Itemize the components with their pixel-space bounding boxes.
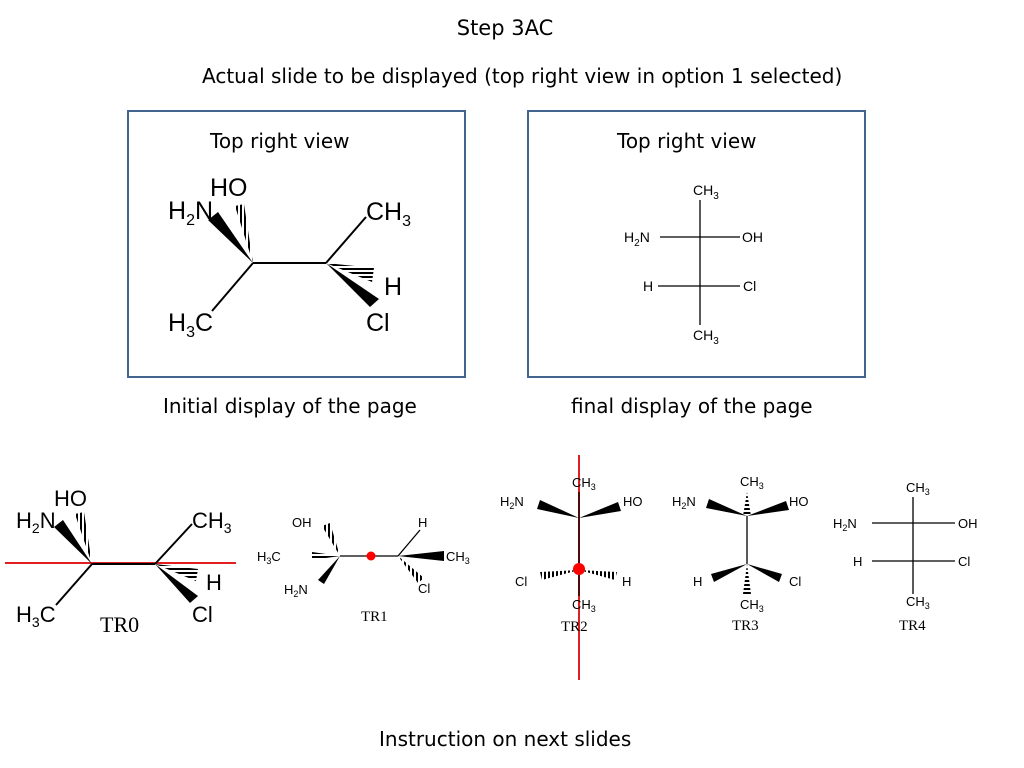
svg-text:H: H bbox=[693, 574, 702, 589]
svg-text:CH3: CH3 bbox=[906, 594, 930, 611]
final-fischer-structure: CH3 H2N OH H Cl CH3 bbox=[624, 182, 763, 347]
footer-instruction: Instruction on next slides bbox=[379, 727, 632, 751]
svg-text:CH3: CH3 bbox=[572, 597, 596, 614]
svg-text:H: H bbox=[418, 515, 427, 530]
svg-text:H2N: H2N bbox=[284, 582, 308, 599]
tr2-label: TR2 bbox=[561, 619, 588, 635]
svg-text:Cl: Cl bbox=[515, 574, 527, 589]
svg-text:Cl: Cl bbox=[192, 602, 213, 627]
svg-text:HO: HO bbox=[623, 494, 643, 509]
svg-text:HO: HO bbox=[210, 174, 248, 202]
svg-text:H2N: H2N bbox=[672, 494, 696, 511]
svg-text:Cl: Cl bbox=[743, 278, 756, 294]
tr1-label: TR1 bbox=[361, 609, 388, 625]
svg-text:CH3: CH3 bbox=[693, 182, 719, 202]
svg-text:H2N: H2N bbox=[16, 508, 56, 536]
tr3-label: TR3 bbox=[732, 618, 759, 634]
svg-text:H3C: H3C bbox=[257, 549, 281, 566]
tr4-label: TR4 bbox=[899, 618, 926, 634]
tr2-structure: CH3 H2N HO Cl H CH3 bbox=[500, 455, 643, 680]
svg-text:H: H bbox=[384, 273, 402, 301]
svg-text:H2N: H2N bbox=[168, 197, 213, 229]
left-panel-title: Top right view bbox=[210, 129, 350, 153]
slide-subtitle: Actual slide to be displayed (top right … bbox=[202, 64, 843, 88]
svg-text:H2N: H2N bbox=[624, 229, 650, 249]
svg-text:H: H bbox=[622, 574, 631, 589]
svg-text:Cl: Cl bbox=[366, 309, 390, 337]
tr3-structure: CH3 H2N HO H Cl CH3 bbox=[672, 474, 809, 614]
tr0-structure: H2N HO CH3 H Cl H3C bbox=[5, 486, 236, 630]
svg-text:H: H bbox=[206, 570, 222, 595]
svg-text:Cl: Cl bbox=[789, 574, 801, 589]
right-panel-title: Top right view bbox=[617, 129, 757, 153]
svg-text:HO: HO bbox=[54, 486, 87, 511]
tr4-structure: CH3 H2N OH H Cl CH3 bbox=[833, 480, 978, 611]
svg-text:CH3: CH3 bbox=[906, 480, 930, 497]
step-title: Step 3AC bbox=[456, 16, 554, 40]
svg-text:H: H bbox=[853, 554, 862, 569]
svg-text:CH3: CH3 bbox=[366, 198, 411, 230]
svg-text:OH: OH bbox=[742, 229, 763, 245]
svg-text:H2N: H2N bbox=[500, 494, 524, 511]
svg-text:OH: OH bbox=[958, 516, 978, 531]
svg-text:CH3: CH3 bbox=[740, 597, 764, 614]
svg-text:H3C: H3C bbox=[168, 309, 213, 341]
final-display-panel bbox=[527, 110, 866, 378]
tr1-structure: OH H3C H2N H CH3 Cl bbox=[257, 515, 470, 599]
svg-text:H3C: H3C bbox=[16, 602, 56, 630]
svg-text:H: H bbox=[643, 278, 653, 294]
svg-text:CH3: CH3 bbox=[740, 474, 764, 491]
svg-text:CH3: CH3 bbox=[192, 508, 232, 536]
svg-text:Cl: Cl bbox=[418, 581, 430, 596]
svg-text:H2N: H2N bbox=[833, 516, 857, 533]
svg-text:CH3: CH3 bbox=[446, 549, 470, 566]
initial-zigzag-structure: H2N HO CH3 H Cl H3C bbox=[168, 174, 411, 341]
initial-display-caption: Initial display of the page bbox=[163, 394, 417, 418]
svg-text:OH: OH bbox=[292, 515, 312, 530]
final-display-caption: final display of the page bbox=[571, 394, 813, 418]
svg-text:HO: HO bbox=[789, 494, 809, 509]
initial-display-panel bbox=[127, 110, 466, 378]
svg-text:CH3: CH3 bbox=[693, 327, 719, 347]
tr0-label: TR0 bbox=[100, 612, 139, 637]
svg-text:CH3: CH3 bbox=[572, 475, 596, 492]
svg-text:Cl: Cl bbox=[958, 554, 970, 569]
